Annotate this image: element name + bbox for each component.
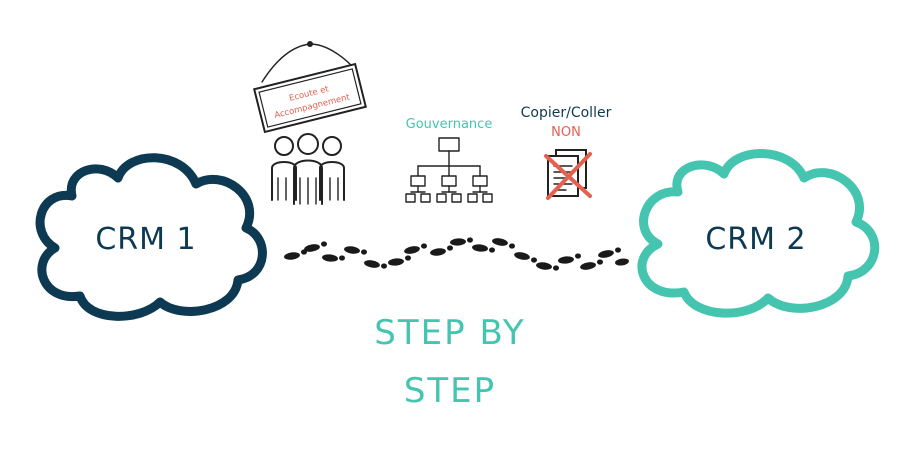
sign-inner-border [258, 68, 362, 128]
tagline-line-2: STEP [404, 371, 496, 411]
governance-label: Gouvernance [406, 117, 493, 132]
hanging-sign: Ecoute et Accompagnement [253, 41, 367, 134]
cloud-left-shape [35, 153, 267, 321]
cloud-crm-2: CRM 2 [637, 149, 880, 318]
sign-board [253, 62, 367, 134]
crossed-document-icon [544, 149, 592, 200]
tagline-line-1: STEP BY [374, 313, 525, 353]
cloud-crm-1: CRM 1 [35, 153, 267, 321]
copy-paste-status: NON [551, 125, 581, 140]
sign-nail [307, 41, 313, 47]
team-people-icon [271, 133, 345, 205]
footprints-icon [284, 237, 629, 271]
cloud-right-shape [637, 149, 880, 318]
crm-1-label: CRM 1 [95, 222, 196, 257]
crm-2-label: CRM 2 [705, 222, 806, 257]
copy-paste-label: Copier/Coller [521, 105, 612, 121]
org-chart-icon [405, 137, 493, 203]
